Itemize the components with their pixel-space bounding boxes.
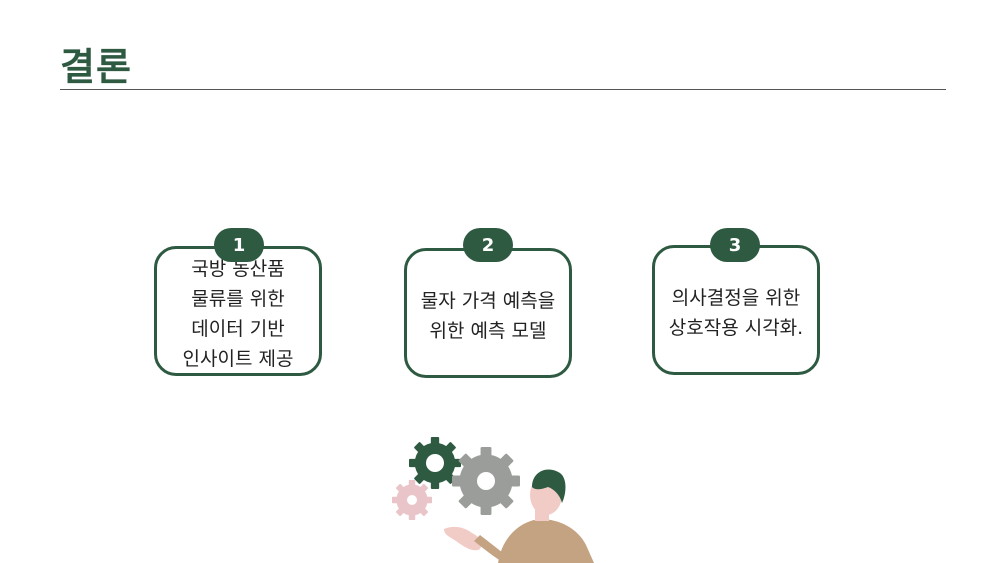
step-text: 물자 가격 예측을 위한 예측 모델 — [420, 290, 556, 342]
step-card-3: 의사결정을 위한 상호작용 시각화. — [652, 245, 820, 375]
person-figure — [444, 469, 594, 563]
page-title: 결론 — [60, 45, 132, 89]
step-text: 국방 농산품 물류를 위한 데이터 기반 인사이트 제공 — [182, 258, 294, 370]
step-card-2: 물자 가격 예측을 위한 예측 모델 — [404, 248, 572, 378]
step-card-1: 국방 농산품 물류를 위한 데이터 기반 인사이트 제공 — [154, 246, 322, 376]
gears-person-illustration — [392, 437, 594, 563]
title-divider — [60, 89, 946, 90]
step-number-badge-3: 3 — [710, 228, 760, 262]
step-text: 의사결정을 위한 상호작용 시각화. — [668, 287, 804, 339]
step-number-badge-1: 1 — [214, 228, 264, 262]
step-number-badge-2: 2 — [463, 228, 513, 262]
